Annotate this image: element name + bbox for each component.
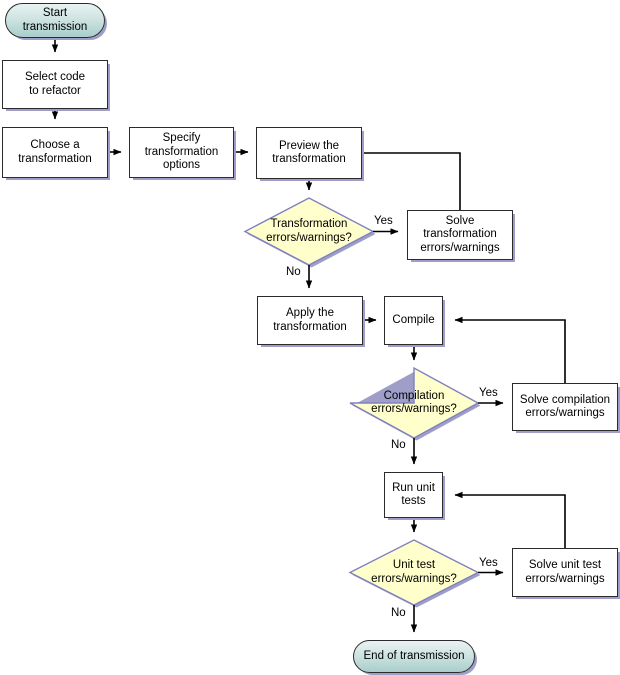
node-apply-label: Apply the transformation [273,307,347,333]
node-end[interactable]: End of transmission [353,640,475,673]
node-specify-options[interactable]: Specify transformation options [129,127,234,178]
node-end-label: End of transmission [363,649,465,662]
node-start[interactable]: Start transmission [5,3,105,38]
edge-label-compilation-yes: Yes [479,387,498,399]
edge-label-transformation-yes: Yes [374,215,393,227]
node-run-unit-tests-label: Run unit tests [392,481,435,508]
node-choose-transformation-label: Choose a transformation [18,139,92,165]
edge-label-unittest-no: No [391,607,406,619]
node-solve-compilation-label: Solve compilation errors/warnings [519,393,611,420]
edge-label-compilation-no: No [391,439,406,451]
node-compilation-errors[interactable]: Compilation errors/warnings? [350,368,478,438]
node-preview[interactable]: Preview the transformation [256,127,362,179]
decision-shape-transformation-errors [243,197,376,268]
node-select-code-label: Select code to refactor [24,71,86,97]
node-solve-unit-test[interactable]: Solve unit test errors/warnings [512,548,618,597]
node-solve-unit-test-label: Solve unit test errors/warnings [525,559,605,585]
node-transformation-errors-label: Transformation errors/warnings? [266,218,352,244]
edge-label-transformation-no: No [286,266,301,278]
node-transformation-errors[interactable]: Transformation errors/warnings? [245,198,373,265]
edge-solve-transformation-to-preview [320,149,461,210]
decision-shape-unit-test-errors [348,539,481,608]
node-apply[interactable]: Apply the transformation [257,296,363,345]
node-unit-test-errors[interactable]: Unit test errors/warnings? [350,540,478,605]
node-choose-transformation[interactable]: Choose a transformation [2,127,108,178]
edge-label-unittest-yes: Yes [479,557,498,569]
node-select-code[interactable]: Select code to refactor [2,60,108,109]
node-solve-transformation-label: Solve transformation errors/warnings [420,214,500,254]
node-specify-options-label: Specify transformation options [144,132,219,172]
edge-solve-compilation-to-compile [454,316,566,383]
decision-shape-compilation-errors [349,366,481,441]
node-start-label: Start transmission [22,7,88,33]
node-solve-transformation[interactable]: Solve transformation errors/warnings [407,210,513,260]
node-compilation-errors-label: Compilation errors/warnings? [371,389,457,416]
node-solve-compilation[interactable]: Solve compilation errors/warnings [512,383,618,431]
node-compile-label: Compile [392,313,435,326]
node-run-unit-tests[interactable]: Run unit tests [384,472,443,518]
node-preview-label: Preview the transformation [272,139,346,166]
node-compile[interactable]: Compile [384,296,443,345]
node-unit-test-errors-label: Unit test errors/warnings? [371,559,457,585]
edge-solve-unit-test-to-run-tests [454,491,566,548]
